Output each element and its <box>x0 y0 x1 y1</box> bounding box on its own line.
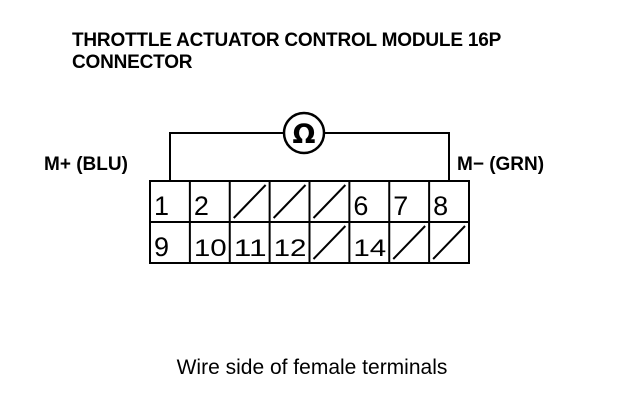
empty-terminal-cell <box>428 222 466 263</box>
terminal-number: 11 <box>234 235 267 262</box>
negative-probe-label: M− (GRN) <box>457 154 544 175</box>
diagram-title: THROTTLE ACTUATOR CONTROL MODULE 16P CON… <box>72 30 501 74</box>
empty-terminal-cell <box>308 222 347 263</box>
empty-terminal-cell <box>388 222 426 263</box>
terminal-cell: 2 <box>188 181 209 222</box>
empty-terminal-cell <box>268 181 307 222</box>
terminal-cell: 14 <box>348 222 386 263</box>
terminal-number: 10 <box>194 235 227 262</box>
terminal-number: 2 <box>194 191 209 221</box>
test-lead-wire-return <box>324 132 450 181</box>
unused-terminal-slash <box>432 225 466 260</box>
terminal-number: 14 <box>353 235 386 262</box>
ohm-symbol: Ω <box>293 119 316 150</box>
unused-terminal-slash <box>272 184 307 219</box>
terminal-number: 12 <box>274 235 307 262</box>
unused-terminal-slash <box>312 225 347 260</box>
positive-probe-label: M+ (BLU) <box>44 154 128 175</box>
empty-terminal-cell <box>308 181 347 222</box>
unused-terminal-slash <box>233 184 267 219</box>
terminal-cell: 1 <box>154 191 169 221</box>
terminal-cell: 7 <box>388 181 408 222</box>
title-line-1: THROTTLE ACTUATOR CONTROL MODULE 16P <box>72 30 502 51</box>
terminal-cell: 9 <box>154 232 169 262</box>
terminal-number: 7 <box>393 191 408 221</box>
diagram-caption: Wire side of female terminals <box>176 356 448 379</box>
terminal-cell: 8 <box>428 181 448 222</box>
terminal-number: 1 <box>154 191 169 221</box>
test-lead-wire <box>169 132 284 181</box>
terminal-cell: 10 <box>188 222 227 263</box>
unused-terminal-slash <box>312 184 347 219</box>
ohmmeter-icon: Ω <box>282 111 326 155</box>
terminal-cell: 11 <box>228 222 267 263</box>
terminal-number: 8 <box>433 191 448 221</box>
terminal-cell: 12 <box>268 222 307 263</box>
terminal-cell: 6 <box>348 181 368 222</box>
terminal-number: 9 <box>154 232 169 262</box>
terminal-number: 6 <box>353 191 368 221</box>
empty-terminal-cell <box>228 181 267 222</box>
unused-terminal-slash <box>392 225 426 260</box>
title-line-2: CONNECTOR <box>72 52 193 73</box>
